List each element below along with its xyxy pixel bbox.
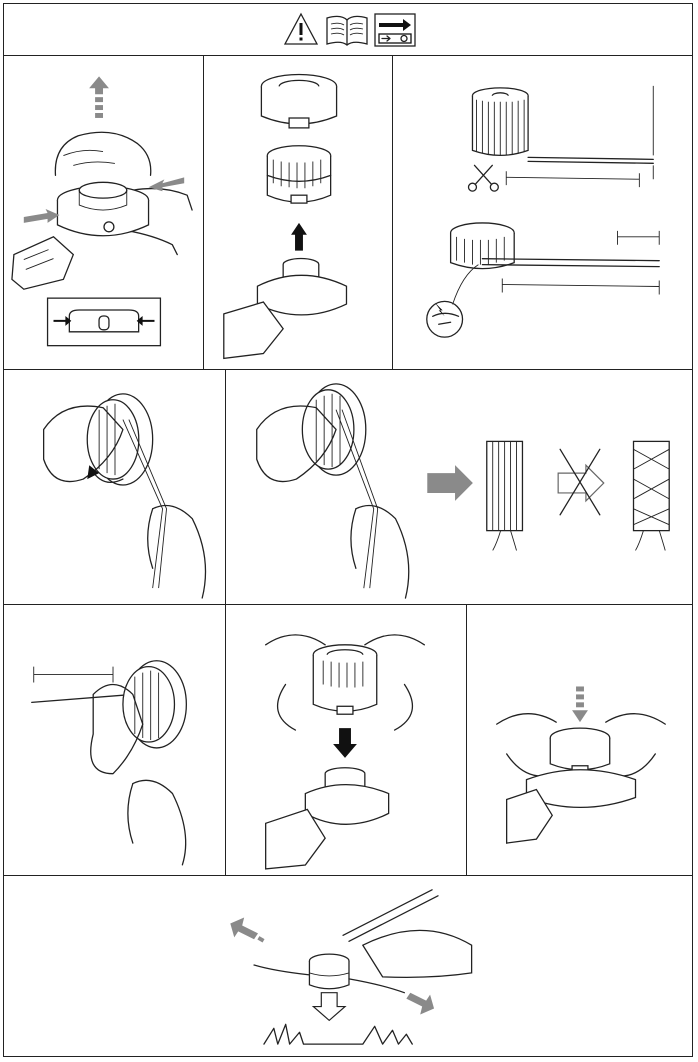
procedure-arrow-icon — [374, 13, 416, 47]
down-arrow-icon — [572, 686, 588, 723]
press-arrow-left-icon — [23, 209, 60, 223]
spool-winding — [301, 383, 367, 476]
incorrect-winding-spool — [632, 440, 670, 551]
hand-illustration — [90, 683, 187, 866]
warning-triangle-icon — [283, 12, 319, 45]
hand-illustration — [496, 713, 666, 777]
lift-arrow-icon — [291, 222, 307, 251]
spool-with-line — [449, 222, 660, 270]
shaft-housing — [11, 235, 75, 290]
down-right-arrow-icon — [406, 992, 435, 1015]
spool-part — [266, 145, 332, 204]
trimmer-head — [56, 181, 150, 237]
step-panel-2 — [203, 55, 393, 370]
trimmer-head-base — [265, 767, 390, 870]
spool-winding — [122, 660, 187, 749]
grass-ground — [263, 1023, 413, 1045]
manual-book-icon — [326, 15, 368, 46]
press-arrow-right-icon — [148, 177, 185, 192]
scissors-icon — [467, 164, 499, 192]
trimmer-head — [506, 727, 637, 844]
step-panel-4 — [3, 369, 226, 605]
line-strands — [122, 419, 167, 589]
step-panel-3 — [392, 55, 693, 370]
cover-detail-inset — [46, 297, 162, 347]
step-panel-6 — [3, 604, 226, 876]
correct-arrow-icon — [427, 465, 473, 501]
hand-illustration — [265, 634, 425, 731]
wrong-arrow-icon — [557, 448, 605, 516]
tap-down-arrow-icon — [311, 992, 347, 1022]
hand-illustration — [256, 405, 410, 599]
hand-illustration — [42, 405, 207, 599]
hook-detail-inset — [426, 264, 479, 338]
step-panel-9 — [3, 875, 693, 1057]
correct-winding-spool — [486, 440, 524, 551]
trimmer-head-base — [223, 257, 348, 360]
down-arrow-icon — [333, 728, 357, 758]
header-icon-row — [283, 12, 419, 48]
dimension-line — [31, 666, 134, 703]
trimmer-guard — [342, 889, 473, 978]
step-panel-1 — [3, 55, 204, 370]
step-panel-5 — [225, 369, 693, 605]
up-arrow-icon — [89, 76, 109, 118]
line-roll — [471, 87, 654, 164]
cover-part — [260, 73, 338, 129]
up-left-arrow-icon — [230, 917, 265, 943]
rotate-arrow-icon — [87, 465, 124, 483]
dimension-line-lower — [501, 230, 660, 295]
dimension-line-length — [505, 171, 640, 188]
spool-assembly — [312, 644, 378, 715]
step-panel-8 — [466, 604, 693, 876]
cutting-line — [253, 964, 406, 994]
step-panel-7 — [225, 604, 467, 876]
trimmer-head — [308, 953, 350, 990]
spool-winding — [86, 393, 154, 486]
